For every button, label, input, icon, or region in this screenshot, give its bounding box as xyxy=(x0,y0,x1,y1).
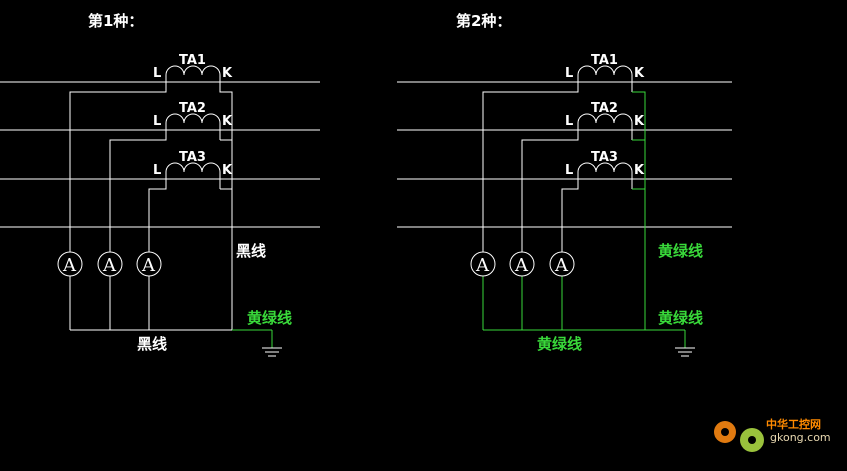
ct-l-terminal: L xyxy=(565,66,573,81)
ammeter-1: A xyxy=(57,251,83,277)
gear-icon xyxy=(714,421,764,452)
diagram-1-title: 第1种： xyxy=(88,12,143,30)
ct-ta1: TA1 L K xyxy=(153,53,233,82)
ct-name: TA3 xyxy=(591,150,618,165)
ct-k-terminal: K xyxy=(634,163,645,178)
svg-text:A: A xyxy=(514,255,529,276)
bottom-black-wire-label: 黑线 xyxy=(137,335,167,353)
ct-name: TA1 xyxy=(591,53,618,68)
ammeter-3: A xyxy=(549,251,575,277)
ammeter-2: A xyxy=(509,251,535,277)
ground-symbol xyxy=(262,347,282,357)
secondary-wiring-2 xyxy=(482,82,633,252)
ct-ta1: TA1 L K xyxy=(565,53,645,82)
ct-l-terminal: L xyxy=(565,163,573,178)
black-wire-label: 黑线 xyxy=(236,242,266,260)
watermark-logo: 中华工控网 gkong.com xyxy=(714,417,831,452)
ct-k-terminal: K xyxy=(222,163,233,178)
right-yellow-green-label: 黄绿线 xyxy=(658,242,703,260)
ct-l-terminal: L xyxy=(565,114,573,129)
ct-k-terminal: K xyxy=(222,66,233,81)
ct-name: TA2 xyxy=(179,101,206,116)
ct-k-terminal: K xyxy=(634,114,645,129)
bottom-yellow-green-label: 黄绿线 xyxy=(537,335,582,353)
yellow-green-wire-label: 黄绿线 xyxy=(247,309,292,327)
ammeter-1: A xyxy=(470,251,496,277)
svg-text:A: A xyxy=(62,255,77,276)
diagram-2: 第2种： TA1 L K TA2 L K TA3 L K xyxy=(397,12,732,357)
ground-wire-1 xyxy=(232,329,273,348)
ammeter-3: A xyxy=(136,251,162,277)
svg-text:A: A xyxy=(102,255,117,276)
secondary-wiring-1 xyxy=(69,82,233,331)
ct-ta2: TA2 L K xyxy=(565,101,645,130)
ct-ta3: TA3 L K xyxy=(565,150,645,179)
ct-k-terminal: K xyxy=(222,114,233,129)
ground-wire-2 xyxy=(482,91,686,348)
diagram-2-title: 第2种： xyxy=(456,12,511,30)
ammeter-2: A xyxy=(97,251,123,277)
ct-ta3: TA3 L K xyxy=(153,150,233,179)
watermark-cn: 中华工控网 xyxy=(766,417,821,431)
diagram-1: 第1种： TA1 L K TA2 L K TA3 L K xyxy=(0,12,320,357)
svg-text:A: A xyxy=(141,255,156,276)
svg-text:A: A xyxy=(554,255,569,276)
ct-l-terminal: L xyxy=(153,163,161,178)
ct-ta2: TA2 L K xyxy=(153,101,233,130)
svg-text:A: A xyxy=(475,255,490,276)
ct-name: TA2 xyxy=(591,101,618,116)
ct-name: TA1 xyxy=(179,53,206,68)
ct-l-terminal: L xyxy=(153,66,161,81)
ct-l-terminal: L xyxy=(153,114,161,129)
ct-k-terminal: K xyxy=(634,66,645,81)
ground-yellow-green-label: 黄绿线 xyxy=(658,309,703,327)
watermark-en: gkong.com xyxy=(770,431,831,444)
ground-symbol xyxy=(675,347,695,357)
ct-name: TA3 xyxy=(179,150,206,165)
